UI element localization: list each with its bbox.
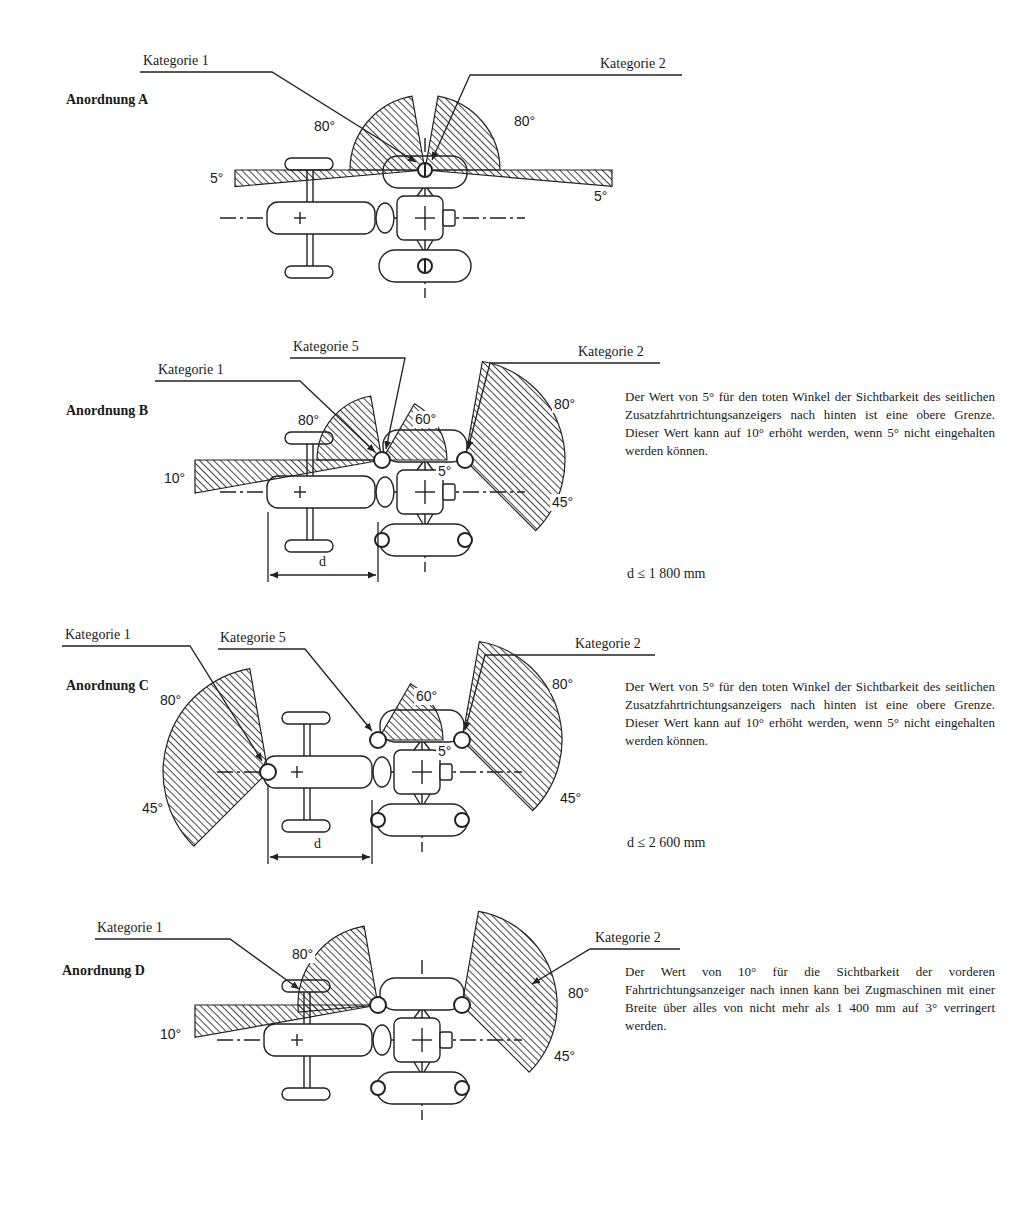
angle-label: 10° xyxy=(158,1026,183,1043)
note-text: Der Wert von 5° für den toten Winkel der… xyxy=(625,678,995,750)
angle-label: 10° xyxy=(162,470,187,487)
angle-label: 80° xyxy=(312,118,337,135)
angle-label: 80° xyxy=(296,412,321,429)
angle-label: 60° xyxy=(414,688,439,705)
category-label: Kategorie 5 xyxy=(293,339,359,356)
category-label: Kategorie 1 xyxy=(97,920,163,937)
angle-label: 45° xyxy=(550,494,575,511)
arrangement-title: Anordnung D xyxy=(62,963,145,980)
arrangement-title: Anordnung C xyxy=(66,678,149,695)
category-label: Kategorie 5 xyxy=(220,630,286,647)
angle-label: 5° xyxy=(436,463,453,480)
category-label: Kategorie 1 xyxy=(143,53,209,70)
angle-label: 5° xyxy=(436,743,453,760)
arrangement-title: Anordnung A xyxy=(66,92,148,109)
angle-label: 80° xyxy=(290,946,315,963)
angle-label: 80° xyxy=(512,113,537,130)
note-text: Der Wert von 5° für den toten Winkel der… xyxy=(625,388,995,460)
angle-label: 80° xyxy=(552,396,577,413)
dimension-label: d ≤ 2 600 mm xyxy=(625,835,707,852)
angle-label: 60° xyxy=(413,411,438,428)
angle-label: 45° xyxy=(140,800,165,817)
category-label: Kategorie 2 xyxy=(595,930,661,947)
category-label: Kategorie 2 xyxy=(600,56,666,73)
dimension-label: d xyxy=(312,836,323,853)
category-label: Kategorie 1 xyxy=(65,627,131,644)
category-label: Kategorie 2 xyxy=(578,344,644,361)
dimension-label: d ≤ 1 800 mm xyxy=(625,566,707,583)
angle-label: 45° xyxy=(552,1048,577,1065)
angle-label: 80° xyxy=(566,985,591,1002)
angle-label: 80° xyxy=(550,676,575,693)
arrangement-title: Anordnung B xyxy=(66,403,148,420)
note-text: Der Wert von 10° für die Sichtbarkeit de… xyxy=(625,963,995,1035)
angle-label: 45° xyxy=(558,790,583,807)
category-label: Kategorie 1 xyxy=(158,362,224,379)
angle-label: 80° xyxy=(158,692,183,709)
angle-label: 5° xyxy=(592,188,609,205)
category-label: Kategorie 2 xyxy=(575,636,641,653)
dimension-label: d xyxy=(317,554,328,571)
angle-label: 5° xyxy=(208,170,225,187)
